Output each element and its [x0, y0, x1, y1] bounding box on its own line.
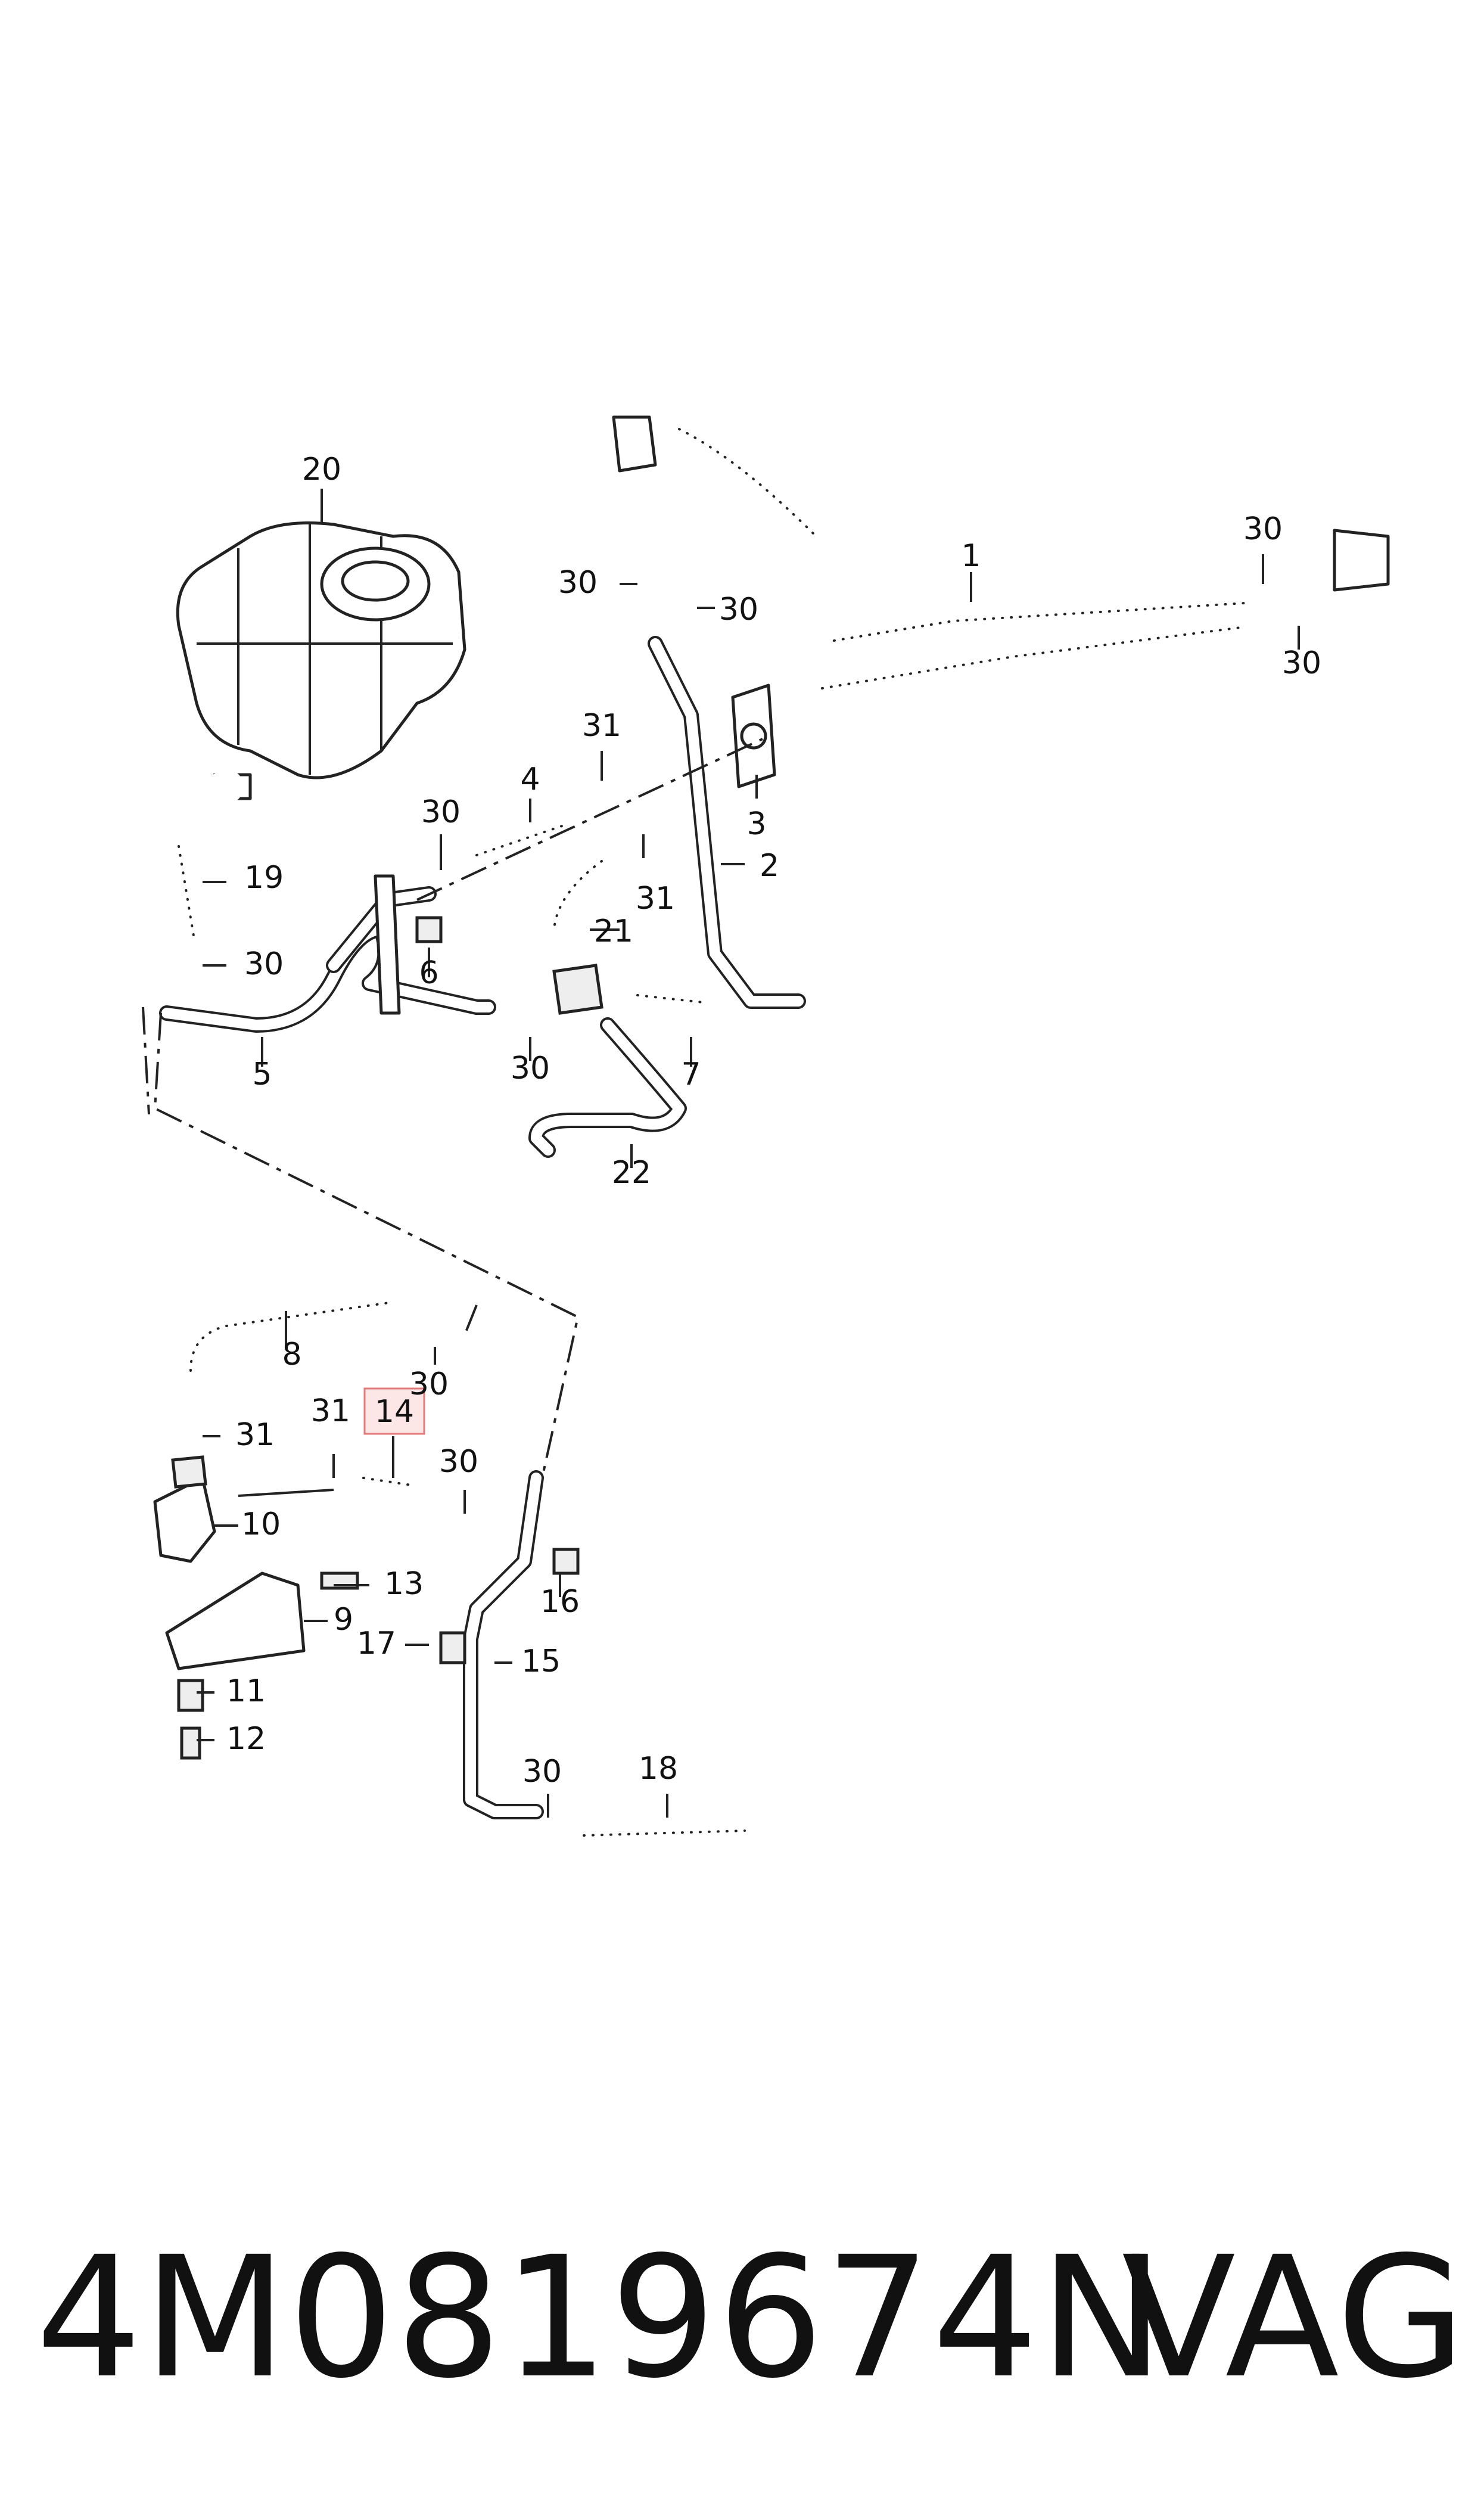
- callout-9: 9: [334, 1602, 353, 1638]
- callout-18: 18: [639, 1751, 678, 1787]
- callout-11: 11: [226, 1673, 266, 1709]
- pipe-15: [463, 1470, 544, 1819]
- pump-10: [153, 1455, 334, 1563]
- hose-21: [531, 835, 631, 1015]
- hose-18: [555, 1812, 810, 1853]
- hose-7: [614, 978, 756, 1054]
- callout-19: 19: [244, 860, 284, 896]
- nut-6: [415, 916, 443, 943]
- callout-21: 21: [594, 914, 633, 949]
- footer: 4M0819674N VAG: [24, 2229, 1466, 2408]
- callout-30-i: 30: [439, 1444, 478, 1480]
- callout-30-c: 30: [558, 565, 598, 601]
- hose-19: [152, 769, 244, 959]
- bolt-12: [180, 1726, 201, 1760]
- callout-17: 17: [357, 1626, 396, 1661]
- callout-12: 12: [226, 1721, 266, 1757]
- nut-16: [552, 1548, 580, 1575]
- callout-30-g: 30: [511, 1051, 550, 1086]
- hose-8: [166, 1282, 446, 1400]
- callout-30-f: 30: [244, 946, 284, 982]
- callout-5: 5: [252, 1057, 272, 1092]
- bolt-17: [439, 1631, 466, 1664]
- callout-30-h: 30: [409, 1366, 449, 1402]
- part-number: 4M0819674N: [36, 2221, 1166, 2415]
- leader-lines: [197, 489, 1300, 1818]
- expansion-tank: [176, 521, 466, 800]
- dash-reference-2: [142, 1007, 478, 1335]
- callout-30-e: 30: [421, 794, 461, 830]
- callout-2: 2: [760, 848, 779, 884]
- dash-reference-3: [416, 738, 763, 901]
- dash-reference-1: [153, 1012, 580, 1479]
- callout-30-b: 30: [1282, 645, 1321, 681]
- callout-14: 14: [375, 1394, 414, 1430]
- flange-3: [731, 684, 776, 788]
- callout-31-c: 31: [235, 1417, 275, 1453]
- callout-7: 7: [681, 1057, 701, 1092]
- callout-10: 10: [241, 1507, 281, 1542]
- callout-31-d: 31: [311, 1393, 350, 1429]
- callout-31-b: 31: [636, 881, 675, 917]
- callout-13: 13: [384, 1566, 424, 1602]
- callout-1: 1: [961, 538, 981, 574]
- callout-4: 4: [520, 762, 540, 797]
- callout-22: 22: [612, 1155, 651, 1191]
- hose-4: [455, 807, 587, 874]
- hose-14: [341, 1462, 457, 1542]
- callout-20: 20: [302, 452, 341, 487]
- callout-3: 3: [746, 806, 766, 842]
- callout-30-a: 30: [1243, 511, 1283, 547]
- callout-30-d: 30: [719, 592, 758, 628]
- callout-6: 6: [419, 955, 438, 991]
- pipe-22: [528, 1017, 687, 1158]
- pipe-2: [648, 636, 806, 1009]
- callout-30-j: 30: [522, 1754, 562, 1790]
- brand-name: VAG: [1121, 2221, 1466, 2415]
- callout-8: 8: [282, 1337, 301, 1372]
- callout-15: 15: [521, 1644, 561, 1679]
- callout-31-a: 31: [582, 708, 621, 744]
- nut-11: [177, 1679, 204, 1712]
- callout-labels: 20 1 30 30 30 30 3 31 4 2 30 31 21 19 30…: [226, 452, 1321, 1790]
- highlight-box-14: [363, 1387, 425, 1435]
- hose-1: [602, 406, 1390, 709]
- bracket-9: [165, 1571, 306, 1670]
- pipe-5: [159, 874, 496, 1033]
- callout-16: 16: [540, 1584, 580, 1620]
